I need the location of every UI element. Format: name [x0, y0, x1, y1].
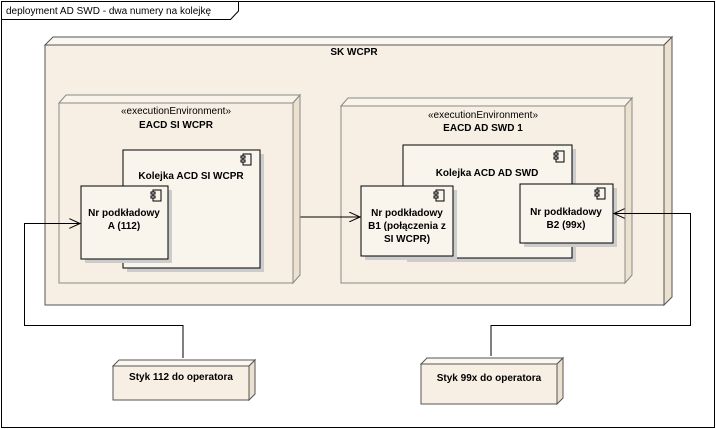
component-icon: [594, 187, 606, 200]
nr-b1-line1: Nr podkładowy: [371, 208, 443, 219]
queue2-label: Kolejka ACD AD SWD: [436, 168, 539, 179]
component-nr-podkladowy-a[interactable]: Nr podkładowy A (112): [80, 185, 172, 263]
nr-b2-line2: B2 (99x): [547, 220, 586, 231]
component-icon: [240, 153, 252, 166]
styk-112-label: Styk 112 do operatora: [129, 372, 233, 383]
component-icon: [433, 189, 445, 202]
component-nr-podkladowy-b1[interactable]: Nr podkładowy B1 (połączenia z SI WCPR): [360, 185, 457, 260]
node-label-sk-wcpr: SK WCPR: [330, 47, 378, 58]
component-nr-podkladowy-b2[interactable]: Nr podkładowy B2 (99x): [519, 183, 617, 247]
component-icon: [553, 150, 565, 163]
frame-title: deployment AD SWD - dwa numery na kolejk…: [6, 6, 212, 17]
nr-b2-line1: Nr podkładowy: [530, 207, 602, 218]
nr-a-line1: Nr podkładowy: [88, 208, 160, 219]
connector-styk112-to-a[interactable]: [24, 224, 184, 359]
env2-stereotype: «executionEnvironment»: [428, 110, 539, 121]
nr-a-line2: A (112): [108, 221, 140, 232]
env2-name: EACD AD SWD 1: [443, 123, 523, 134]
styk-99x-label: Styk 99x do operatora: [437, 373, 542, 384]
env1-name: EACD SI WCPR: [139, 120, 214, 131]
node-styk-99x[interactable]: Styk 99x do operatora: [419, 356, 565, 406]
component-icon: [150, 189, 162, 202]
nr-b1-line3: SI WCPR): [384, 234, 430, 245]
connector-styk99x-to-b2[interactable]: [490, 214, 691, 357]
queue1-label: Kolejka ACD SI WCPR: [138, 171, 244, 182]
nr-b1-line2: B1 (połączenia z: [368, 221, 446, 232]
env1-stereotype: «executionEnvironment»: [121, 106, 232, 117]
node-styk-112[interactable]: Styk 112 do operatora: [111, 358, 257, 402]
